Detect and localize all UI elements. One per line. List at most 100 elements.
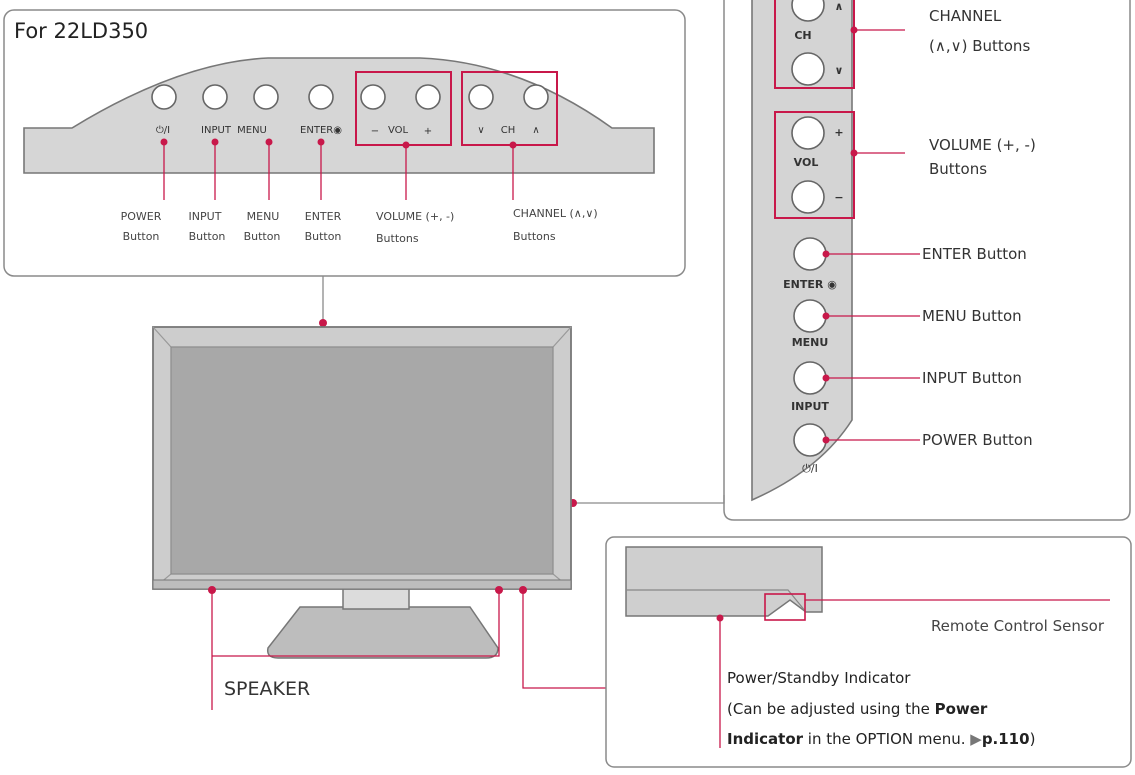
- top-menu-label-1: MENU: [247, 210, 280, 223]
- speaker-label: SPEAKER: [224, 678, 310, 700]
- side-vol-minus-marking: −: [834, 191, 843, 204]
- indicator-label-line-3: Indicator in the OPTION menu. ▶p.110): [727, 730, 1035, 748]
- top-panel: For 22LD350 ⏻/I INPUT MENU ENTER◉ − VOL …: [3, 9, 686, 277]
- side-vol-plus-button: [791, 116, 825, 150]
- side-ch-up-button: [791, 0, 825, 22]
- side-channel-label-2: (∧,∨) Buttons: [929, 37, 1030, 55]
- side-volume-label-1: VOLUME (+, -): [929, 136, 1036, 154]
- indicator-label-line-2: (Can be adjusted using the Power: [727, 700, 988, 718]
- power-indicator-dot: [716, 614, 724, 622]
- top-ch-marking: CH: [501, 125, 516, 136]
- top-vol-minus-button: [360, 84, 386, 110]
- top-input-marking: INPUT: [201, 125, 232, 136]
- top-channel-label-2: Buttons: [513, 230, 556, 243]
- side-volume-label-2: Buttons: [929, 160, 987, 178]
- side-power-marking: ⏻/I: [802, 462, 818, 475]
- side-power-dot: [822, 436, 830, 444]
- indicator-line-3-mid: in the OPTION menu.: [803, 730, 970, 748]
- side-power-label: POWER Button: [922, 431, 1033, 449]
- top-input-button: [202, 84, 228, 110]
- side-input-button: [793, 361, 827, 395]
- top-volume-label-2: Buttons: [376, 232, 419, 245]
- top-channel-dot: [509, 141, 517, 149]
- side-enter-label: ENTER Button: [922, 245, 1027, 263]
- indicator-page-ref[interactable]: p.110: [982, 730, 1030, 748]
- top-power-marking: ⏻/I: [156, 125, 170, 136]
- side-ch-down-button: [791, 52, 825, 86]
- top-volume-label-1: VOLUME (+, -): [376, 210, 454, 223]
- side-channel-highlight: [774, 0, 855, 89]
- top-power-label-2: Button: [123, 230, 160, 243]
- top-enter-dot: [317, 138, 325, 146]
- top-ch-up-button: [523, 84, 549, 110]
- side-power-button: [793, 423, 827, 457]
- top-volume-dot: [402, 141, 410, 149]
- indicator-line-3-bold: Indicator: [727, 730, 804, 748]
- side-enter-button: [793, 237, 827, 271]
- top-panel-title: For 22LD350: [14, 19, 148, 43]
- top-ch-up-marking: ∧: [532, 125, 539, 136]
- page-ref-arrow-icon: ▶: [970, 730, 982, 748]
- remote-sensor-label: Remote Control Sensor: [931, 617, 1105, 635]
- top-input-dot: [211, 138, 219, 146]
- side-ch-down-marking: ∨: [835, 64, 844, 77]
- side-ch-marking: CH: [794, 29, 811, 42]
- top-ch-down-marking: ∨: [477, 125, 484, 136]
- top-power-button: [151, 84, 177, 110]
- top-panel-connector-dot: [319, 319, 327, 327]
- indicator-dot: [519, 586, 527, 594]
- top-buttons: [151, 84, 549, 110]
- indicator-line-3-suffix: ): [1030, 730, 1036, 748]
- side-panel-connector: [573, 495, 725, 504]
- side-input-dot: [822, 374, 830, 382]
- speaker-right-callout-line: [212, 590, 500, 657]
- side-volume-highlight: [774, 111, 855, 219]
- side-menu-dot: [822, 312, 830, 320]
- top-enter-label-2: Button: [305, 230, 342, 243]
- side-vol-plus-marking: +: [834, 126, 843, 139]
- speaker-right-dot: [495, 586, 503, 594]
- top-power-label-1: POWER: [121, 210, 162, 223]
- side-vol-marking: VOL: [794, 156, 819, 169]
- side-ch-up-marking: ∧: [835, 0, 844, 13]
- side-menu-label: MENU Button: [922, 307, 1022, 325]
- tv-illustration: SPEAKER: [152, 326, 606, 710]
- top-enter-label-1: ENTER: [305, 210, 342, 223]
- side-vol-minus-button: [791, 180, 825, 214]
- top-vol-marking: VOL: [388, 125, 409, 136]
- indicator-line-2-prefix: (Can be adjusted using the: [727, 700, 935, 718]
- top-menu-button: [253, 84, 279, 110]
- indicator-line-2-bold: Power: [935, 700, 988, 718]
- side-channel-dot: [850, 26, 858, 34]
- top-channel-label-1: CHANNEL (∧,∨): [513, 207, 598, 220]
- top-input-label-2: Button: [189, 230, 226, 243]
- top-vol-minus-marking: −: [371, 126, 379, 137]
- indicator-callout-line: [522, 590, 606, 689]
- tv-stand-base: [266, 606, 499, 659]
- top-menu-marking: MENU: [237, 125, 267, 136]
- side-volume-dot: [850, 149, 858, 157]
- top-vol-plus-button: [415, 84, 441, 110]
- side-menu-button: [793, 299, 827, 333]
- side-enter-marking: ENTER ◉: [783, 278, 837, 291]
- side-input-label: INPUT Button: [922, 369, 1022, 387]
- top-input-label-1: INPUT: [189, 210, 222, 223]
- top-enter-marking: ENTER◉: [300, 125, 342, 136]
- side-enter-dot: [822, 250, 830, 258]
- top-power-dot: [160, 138, 168, 146]
- remote-sensor-highlight: [764, 593, 806, 621]
- speaker-left-dot: [208, 586, 216, 594]
- side-panel: ∧ CH ∨ + VOL − ENTER ◉ MENU INPUT ⏻/I: [723, 0, 1131, 521]
- side-channel-label-1: CHANNEL: [929, 7, 1002, 25]
- top-menu-dot: [265, 138, 273, 146]
- indicator-label-line-1: Power/Standby Indicator: [727, 669, 911, 687]
- tv-bottom-trim: [152, 579, 572, 590]
- side-menu-marking: MENU: [792, 336, 829, 349]
- tv-corner-closeup: [625, 546, 823, 617]
- tv-corner-inner: [626, 589, 807, 613]
- top-vol-plus-marking: +: [424, 126, 432, 137]
- top-menu-label-2: Button: [244, 230, 281, 243]
- indicator-panel: Remote Control Sensor Power/Standby Indi…: [605, 536, 1132, 768]
